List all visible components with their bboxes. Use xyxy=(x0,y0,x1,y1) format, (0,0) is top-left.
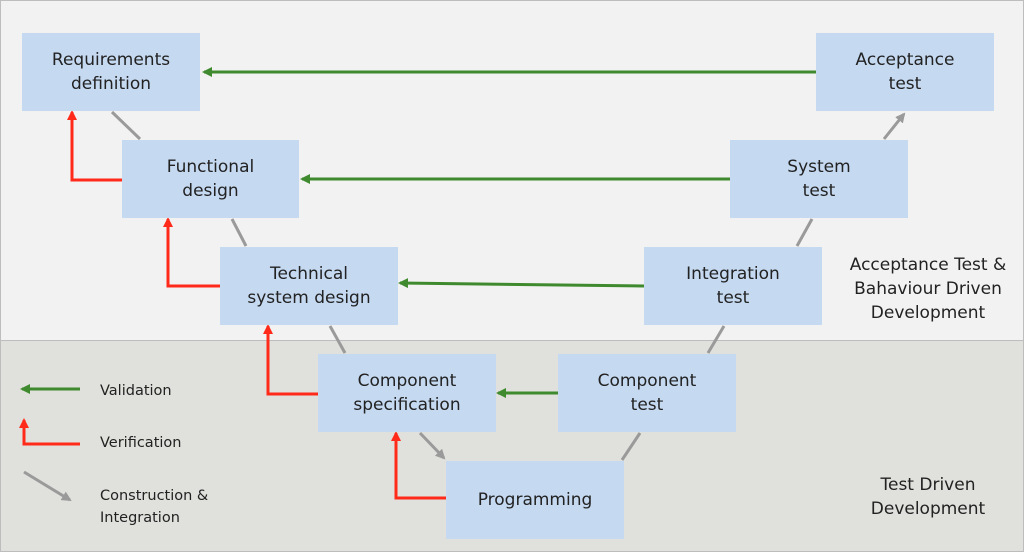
integration-test-box: Integration test xyxy=(644,247,822,325)
validation-arrow-integration-technical xyxy=(398,278,645,289)
integration-arrow-acceptance xyxy=(882,112,906,140)
legend-construction-arrow xyxy=(23,470,72,502)
system-test-box: System test xyxy=(730,140,908,218)
component-specification-box: Component specification xyxy=(318,354,496,432)
verification-arrow-component-technical xyxy=(263,324,318,396)
programming-box: Programming xyxy=(446,461,624,539)
upper-band-label: Acceptance Test & Bahaviour Driven Devel… xyxy=(849,255,1007,323)
verification-arrow-functional-requirements xyxy=(67,110,122,182)
acceptance-test-box: Acceptance test xyxy=(816,33,994,111)
component-test-box: Component test xyxy=(558,354,736,432)
lower-band-label: Test Driven Development xyxy=(870,475,986,519)
integration-line-component-integration xyxy=(706,325,726,354)
construction-line-functional-technical xyxy=(230,218,248,247)
construction-line-technical-component xyxy=(328,325,347,354)
verification-arrow-programming-component xyxy=(391,431,446,500)
functional-design-box: Functional design xyxy=(122,140,299,218)
requirements-definition-box: Requirements definition xyxy=(22,33,200,111)
legend-construction-label: Construction & Integration xyxy=(100,488,209,526)
legend-validation-label: Validation xyxy=(100,383,172,399)
integration-line-integration-system xyxy=(795,218,814,247)
verification-arrow-technical-functional xyxy=(163,217,220,288)
legend-verification-label: Verification xyxy=(100,435,182,451)
integration-line-programming-component-test xyxy=(620,432,642,461)
construction-line-requirements-functional xyxy=(110,110,142,141)
technical-system-design-box: Technical system design xyxy=(220,247,398,325)
legend-verification-arrow xyxy=(19,418,80,446)
construction-arrow-programming xyxy=(418,431,446,460)
